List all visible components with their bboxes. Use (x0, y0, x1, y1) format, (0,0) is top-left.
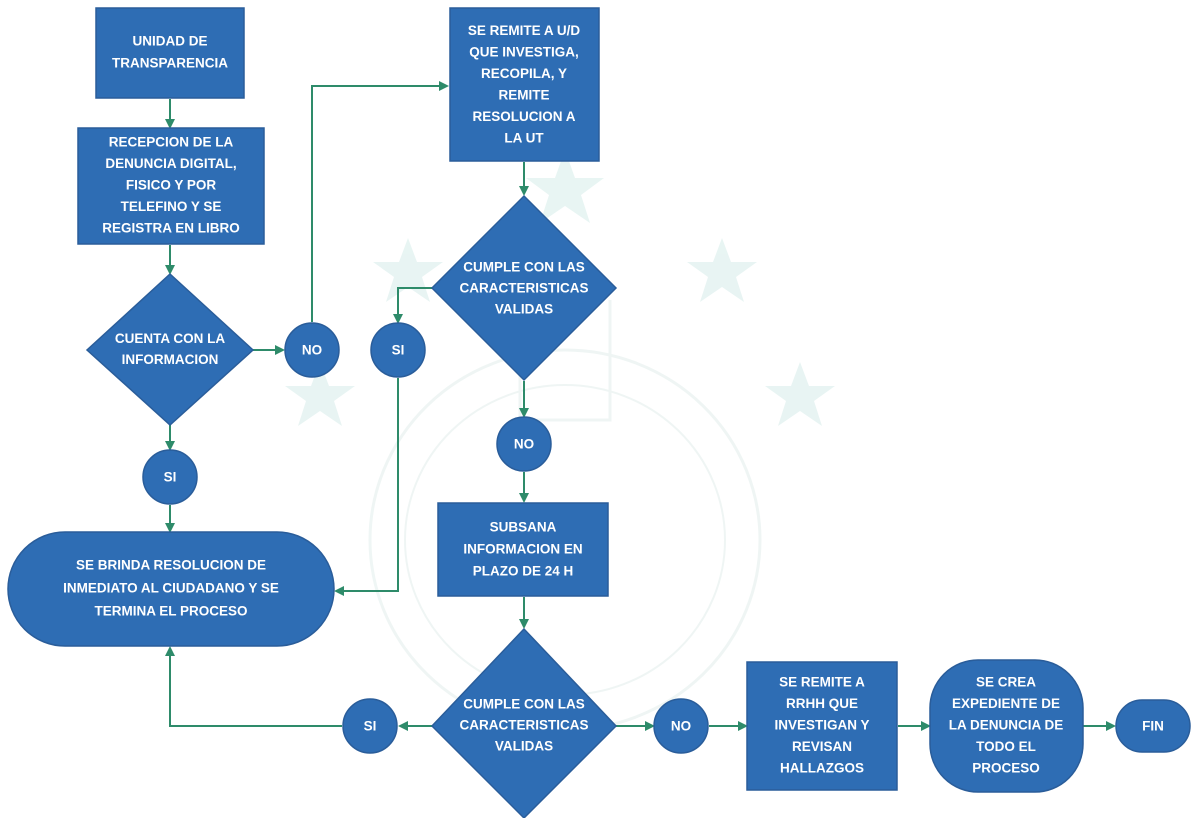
label-line: REVISAN (792, 739, 852, 754)
node-si-3 (342, 698, 398, 754)
label-cumple-1: CUMPLE CON LAS CARACTERISTICAS VALIDAS (459, 260, 588, 317)
label-fin: FIN (1142, 719, 1164, 734)
label-line: QUE INVESTIGA, (469, 44, 579, 59)
label-line: LA UT (504, 130, 544, 145)
label-line: INVESTIGAN Y (774, 718, 869, 733)
label-line: UNIDAD DE (132, 34, 207, 49)
node-fin (1115, 699, 1191, 753)
label-line: CARACTERISTICAS (459, 718, 588, 733)
watermark-star-icon (687, 238, 757, 302)
node-no-1 (284, 322, 340, 378)
edge-no-remite (311, 81, 449, 322)
node-cumple-1 (430, 194, 618, 382)
watermark-star-icon (373, 238, 443, 302)
label-recepcion: RECEPCION DE LA DENUNCIA DIGITAL, FISICO Y… (102, 135, 240, 236)
label-line: VALIDAS (495, 302, 553, 317)
label-expediente: SE CREA EXPEDIENTE DE LA DENUNCIA DE TODO E… (949, 675, 1064, 776)
label-line: INFORMACION (122, 352, 219, 367)
node-resolucion (7, 531, 335, 647)
node-expediente (929, 659, 1084, 793)
label-line: SE REMITE A (779, 675, 865, 690)
label-cumple-2: CUMPLE CON LAS CARACTERISTICAS VALIDAS (459, 697, 588, 754)
node-labels: UNIDAD DE TRANSPARENCIA RECEPCION DE LA DEN… (63, 23, 1164, 776)
label-line: INMEDIATO AL CIUDADANO Y SE (63, 581, 279, 596)
label-line: SI (164, 470, 177, 485)
label-line: TELEFINO Y SE (121, 199, 222, 214)
label-line: CARACTERISTICAS (459, 281, 588, 296)
label-line: TRANSPARENCIA (112, 56, 228, 71)
label-line: FIN (1142, 719, 1164, 734)
edge-cumple-si (393, 287, 432, 324)
label-line: PLAZO DE 24 H (473, 564, 574, 579)
label-line: LA DENUNCIA DE (949, 718, 1064, 733)
label-line: CUMPLE CON LAS (463, 697, 585, 712)
node-rrhh (746, 661, 898, 791)
node-si-1 (370, 322, 426, 378)
label-line: REGISTRA EN LIBRO (102, 221, 240, 236)
label-line: SI (392, 343, 405, 358)
label-line: SUBSANA (490, 520, 557, 535)
connectors (165, 81, 1116, 731)
node-remite-ud (449, 7, 600, 162)
label-si-1: SI (392, 343, 405, 358)
edge-si-resolucion-3 (165, 646, 342, 727)
label-line: RECEPCION DE LA (109, 135, 234, 150)
label-cuenta-info: CUENTA CON LA INFORMACION (115, 331, 225, 367)
label-si-3: SI (364, 719, 377, 734)
label-line: INFORMACION EN (463, 542, 582, 557)
watermark-star-icon (285, 362, 355, 426)
label-resolucion: SE BRINDA RESOLUCION DE INMEDIATO AL CIUD… (63, 558, 279, 619)
node-subsana (437, 502, 609, 597)
label-line: DENUNCIA DIGITAL, (105, 156, 236, 171)
watermark-star-icon (526, 150, 604, 223)
label-subsana: SUBSANA INFORMACION EN PLAZO DE 24 H (463, 520, 582, 579)
label-line: EXPEDIENTE DE (952, 696, 1060, 711)
label-line: HALLAZGOS (780, 761, 864, 776)
label-line: RESOLUCION A (472, 109, 575, 124)
node-cumple-2 (430, 627, 618, 818)
label-unidad: UNIDAD DE TRANSPARENCIA (112, 34, 228, 71)
label-line: SI (364, 719, 377, 734)
node-recepcion (77, 127, 265, 245)
nodes (7, 7, 1191, 818)
label-line: CUMPLE CON LAS (463, 260, 585, 275)
node-no-2 (496, 416, 552, 472)
node-no-3 (653, 698, 709, 754)
label-line: TERMINA EL PROCESO (94, 604, 247, 619)
label-no-1: NO (302, 343, 322, 358)
label-rrhh: SE REMITE A RRHH QUE INVESTIGAN Y REVISAN HA… (774, 675, 869, 776)
label-line: NO (671, 719, 691, 734)
label-no-3: NO (671, 719, 691, 734)
label-line: REMITE (498, 87, 549, 102)
label-line: VALIDAS (495, 739, 553, 754)
label-line: FISICO Y POR (126, 178, 217, 193)
label-line: SE REMITE A U/D (468, 23, 581, 38)
node-unidad (95, 7, 245, 99)
label-line: PROCESO (972, 761, 1040, 776)
label-line: RECOPILA, Y (481, 66, 567, 81)
label-line: NO (302, 343, 322, 358)
node-cuenta-info (85, 272, 255, 427)
label-line: RRHH QUE (786, 696, 858, 711)
label-si-2: SI (164, 470, 177, 485)
label-line: CUENTA CON LA (115, 331, 225, 346)
label-line: SE CREA (976, 675, 1036, 690)
watermark-star-icon (765, 362, 835, 426)
label-remite-ud: SE REMITE A U/D QUE INVESTIGA, RECOPILA, Y… (468, 23, 581, 146)
edge-si-resolucion (334, 378, 399, 596)
node-si-2 (142, 449, 198, 505)
label-line: NO (514, 437, 534, 452)
label-line: TODO EL (976, 739, 1036, 754)
label-no-2: NO (514, 437, 534, 452)
label-line: SE BRINDA RESOLUCION DE (76, 558, 266, 573)
